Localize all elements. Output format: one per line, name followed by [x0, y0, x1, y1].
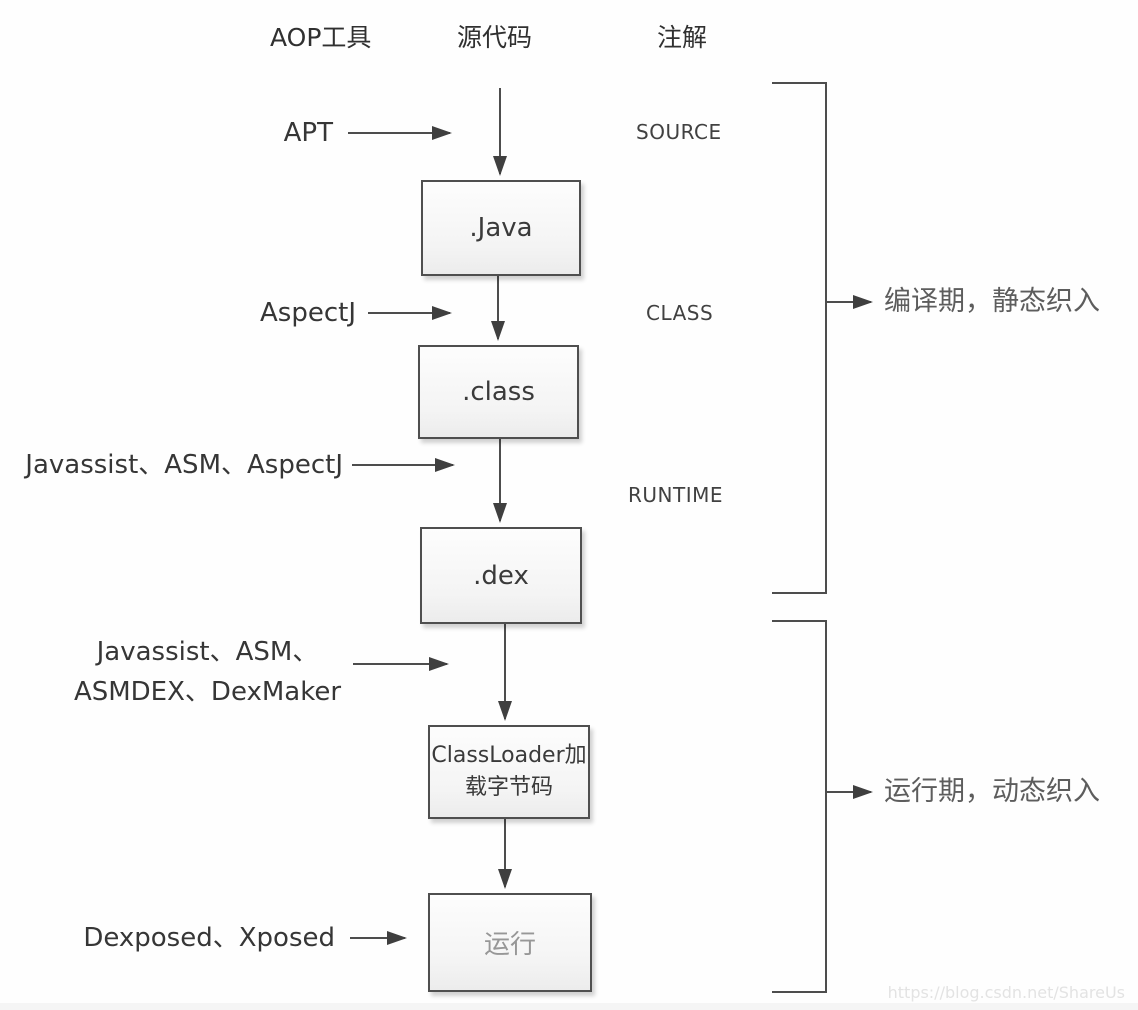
flow-box-classloader-line2: 载字节码 — [464, 775, 553, 800]
flow-box-classloader: ClassLoader加 载字节码 — [428, 725, 590, 819]
flow-box-run-label: 运行 — [483, 930, 536, 960]
column-header-annotation: 注解 — [657, 23, 708, 52]
flow-box-dex-label: .dex — [473, 560, 529, 591]
flow-box-classloader-line1: ClassLoader加 — [431, 743, 587, 768]
watermark-url: https://blog.csdn.net/ShareUs — [887, 983, 1125, 1002]
flow-box-dex: .dex — [420, 527, 582, 624]
bracket-compile-phase — [772, 82, 827, 594]
flow-box-java-label: .Java — [469, 213, 533, 243]
flow-box-class-label: .class — [462, 377, 535, 407]
stage-label-source: SOURCE — [636, 120, 722, 144]
tool-label-apt: APT — [283, 118, 333, 148]
bracket-runtime-phase — [772, 620, 827, 993]
bottom-strip — [0, 1003, 1138, 1010]
tool-label-dexposed-xposed: Dexposed、Xposed — [83, 923, 335, 953]
stage-label-runtime: RUNTIME — [628, 483, 724, 507]
tool-label-javassist-asm-aspectj: Javassist、ASM、AspectJ — [25, 450, 343, 480]
stage-label-class: CLASS — [646, 301, 714, 325]
flow-box-class: .class — [418, 345, 579, 439]
flow-box-run: 运行 — [428, 893, 592, 992]
column-header-source-code: 源代码 — [457, 23, 533, 52]
flow-box-java: .Java — [421, 180, 581, 276]
phase-label-runtime-dynamic-weaving: 运行期，动态织入 — [884, 776, 1100, 807]
phase-label-compile-static-weaving: 编译期，静态织入 — [884, 286, 1100, 317]
tool-label-javassist-asmdex-line1: Javassist、ASM、 — [96, 637, 319, 667]
tool-label-aspectj: AspectJ — [260, 298, 356, 328]
column-header-aop-tools: AOP工具 — [270, 23, 372, 52]
tool-label-javassist-asmdex-line2: ASMDEX、DexMaker — [73, 677, 342, 707]
tool-label-javassist-asmdex-dexmaker: Javassist、ASM、 ASMDEX、DexMaker — [35, 632, 380, 712]
